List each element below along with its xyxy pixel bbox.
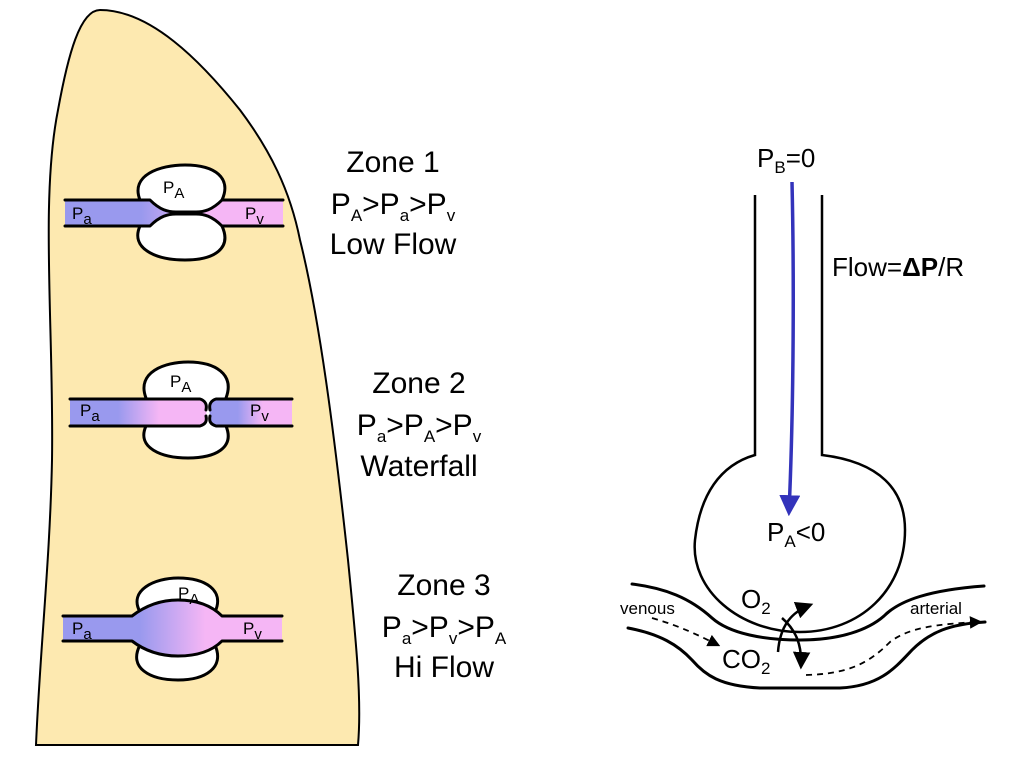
zone-2-artery-label: Pa	[80, 401, 100, 425]
o2-arrow-icon	[776, 601, 814, 653]
venous-dashed-arrow-icon	[651, 617, 721, 647]
zone-2-caption: Zone 2 Pa>PA>Pv Waterfall	[357, 367, 482, 483]
zone-2-alveolar-label: PA	[170, 372, 191, 396]
capillary-lower-wall	[626, 620, 987, 690]
zone-1-vein-label: Pv	[245, 204, 264, 228]
zone-2-blood-vessel-right	[208, 399, 292, 426]
capillary-upper-wall	[630, 582, 986, 642]
zone-3-artery-label: Pa	[72, 619, 92, 643]
zone-1-vessel: Pa Pv PA	[63, 163, 285, 262]
zone-3-blood-vessel	[63, 600, 282, 656]
alveolar-pressure-label: PA<0	[767, 517, 825, 551]
zone-2-blood-vessel	[70, 399, 208, 426]
zone-3-title: Zone 3	[397, 569, 490, 602]
oxygen-label: O2	[741, 584, 771, 618]
zone-2-vessel: Pa Pv PA	[68, 360, 294, 460]
venous-label: venous	[620, 599, 675, 618]
airflow-arrow-icon	[779, 181, 801, 517]
zone-2-flow: Waterfall	[360, 450, 477, 483]
zone-2-title: Zone 2	[372, 367, 465, 400]
zone-3-alveolar-label: PA	[178, 584, 199, 608]
zone-2-vein-label: Pv	[250, 401, 269, 425]
co2-arrow-icon	[781, 617, 811, 670]
zone-1-title: Zone 1	[346, 146, 439, 179]
zone-1-artery-label: Pa	[72, 204, 92, 228]
arterial-dashed-arrow-icon	[805, 616, 983, 676]
alveolus-balloon-icon	[693, 195, 907, 634]
zone-1-caption: Zone 1 PA>Pa>Pv Low Flow	[330, 146, 457, 261]
barometric-pressure-label: PB=0	[757, 143, 815, 177]
zone-2-condition: Pa>PA>Pv	[357, 409, 482, 446]
flow-equation: Flow=ΔP/R	[832, 252, 964, 282]
arterial-label: arterial	[910, 599, 962, 618]
zone-1-condition: PA>Pa>Pv	[331, 188, 456, 225]
zone-3-flow: Hi Flow	[394, 651, 494, 684]
zone-3-vessel: Pa Pv PA	[61, 576, 284, 682]
zone-1-flow: Low Flow	[330, 228, 457, 261]
zone-3-vein-label: Pv	[243, 619, 262, 643]
zone-3-caption: Zone 3 Pa>Pv>PA Hi Flow	[382, 569, 507, 684]
zone-1-alveolar-label: PA	[163, 178, 184, 202]
carbon-dioxide-label: CO2	[722, 644, 770, 678]
airway-alveolus-model: PB=0 PA<0 Flow=ΔP/R O2 CO2 venous arteri…	[620, 143, 987, 690]
zone-3-condition: Pa>Pv>PA	[382, 611, 507, 648]
